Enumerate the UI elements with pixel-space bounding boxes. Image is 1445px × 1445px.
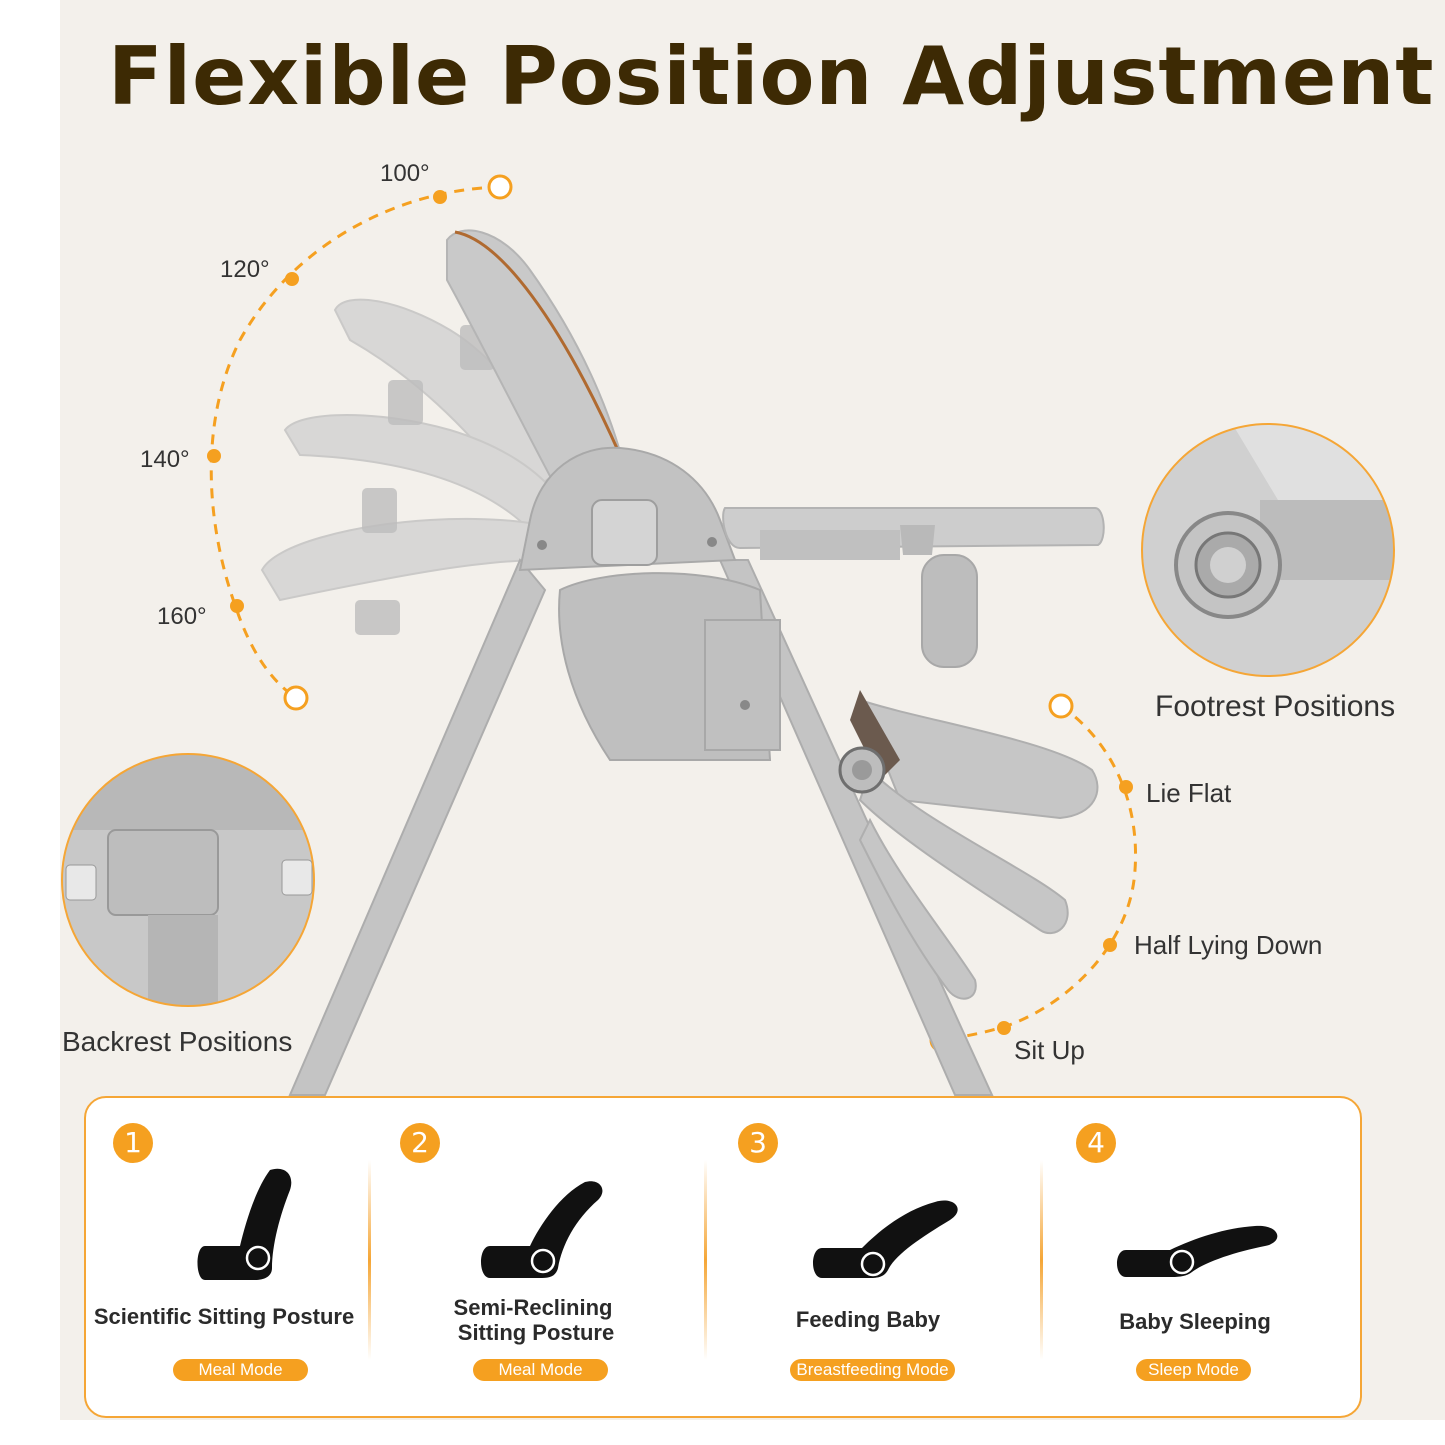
posture-feeding-icon — [813, 1200, 958, 1278]
mode-1-badge: Meal Mode — [173, 1359, 308, 1381]
mode-2-title-line2: Sitting Posture — [457, 1320, 615, 1345]
mode-4-badge: Sleep Mode — [1136, 1359, 1251, 1381]
angle-dot-140 — [207, 449, 221, 463]
divider-3 — [1040, 1160, 1043, 1360]
angle-label-160: 160° — [157, 603, 207, 630]
mode-2-title-line1: Semi-Reclining — [453, 1295, 613, 1320]
position-sit-up: Sit Up — [1014, 1035, 1085, 1065]
dot-lie-flat — [1119, 780, 1133, 794]
posture-sleeping-icon — [1117, 1225, 1278, 1277]
dot-half-lying — [1103, 938, 1117, 952]
mode-number-3: 3 — [738, 1123, 778, 1163]
mode-3-title: Feeding Baby — [795, 1307, 941, 1332]
mode-4-title: Baby Sleeping — [1119, 1309, 1271, 1334]
posture-sitting-icon — [197, 1168, 292, 1280]
mode-number-2: 2 — [400, 1123, 440, 1163]
mode-number-1: 1 — [113, 1123, 153, 1163]
mode-number-4: 4 — [1076, 1123, 1116, 1163]
backrest-arc-start — [487, 174, 513, 200]
divider-2 — [704, 1160, 707, 1360]
backrest-positions-label: Backrest Positions — [62, 1026, 293, 1057]
mode-3-badge: Breastfeeding Mode — [790, 1359, 955, 1381]
dot-sit-up — [997, 1021, 1011, 1035]
divider-1 — [368, 1160, 371, 1360]
angle-label-140: 140° — [140, 446, 190, 473]
angle-label-120: 120° — [220, 256, 270, 283]
footrest-arc — [941, 704, 1138, 1042]
footrest-arc-start — [1048, 693, 1074, 719]
angle-dot-100 — [433, 190, 447, 204]
posture-semi-reclining-icon — [481, 1181, 603, 1278]
page-title: Flexible Position Adjustment — [108, 30, 1435, 123]
angle-dot-160 — [230, 599, 244, 613]
backrest-arc — [209, 185, 501, 700]
position-half-lying-down: Half Lying Down — [1134, 930, 1323, 960]
mode-2-badge: Meal Mode — [473, 1359, 608, 1381]
angle-label-100: 100° — [380, 160, 430, 187]
mode-1-title: Scientific Sitting Posture — [93, 1304, 355, 1329]
position-lie-flat: Lie Flat — [1146, 778, 1232, 808]
footrest-positions-label: Footrest Positions — [1155, 690, 1396, 723]
backrest-arc-end — [283, 685, 309, 711]
angle-dot-120 — [285, 272, 299, 286]
